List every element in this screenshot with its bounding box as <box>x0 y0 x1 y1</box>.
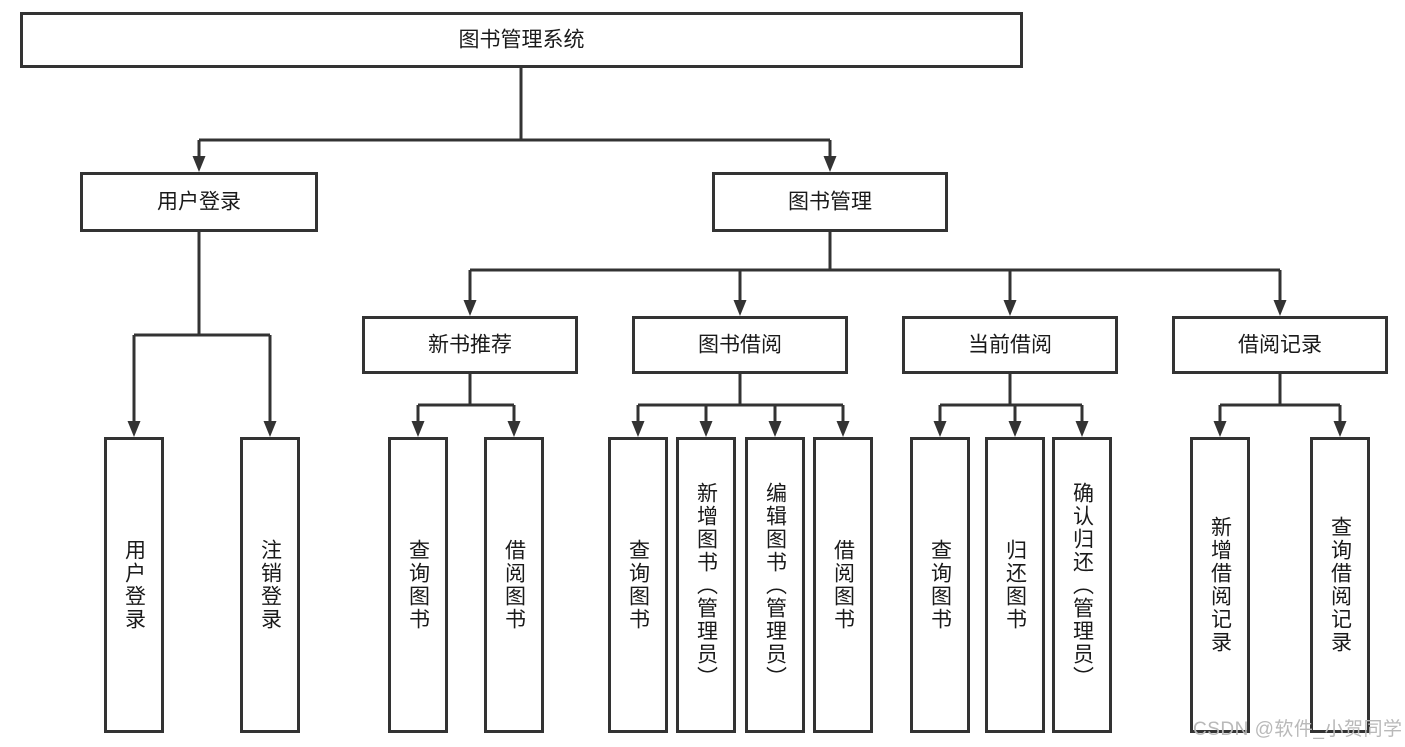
node-box-leaf-user-login[interactable] <box>104 437 164 733</box>
node-box-leaf-query-book-3[interactable] <box>910 437 970 733</box>
node-box-user-login[interactable] <box>80 172 318 232</box>
connector-arrow-leaf-add-record <box>1213 405 1227 437</box>
node-box-borrow-record[interactable] <box>1172 316 1388 374</box>
node-box-new-book-rec[interactable] <box>362 316 578 374</box>
connector-arrow-leaf-edit-book <box>768 405 782 437</box>
connector-arrow-leaf-query-book-2 <box>631 405 645 437</box>
node-box-leaf-query-record[interactable] <box>1310 437 1370 733</box>
connector-arrow-leaf-query-book-3 <box>933 405 947 437</box>
node-box-leaf-borrow-book-1[interactable] <box>484 437 544 733</box>
connector-arrow-current-borrow <box>1003 270 1017 316</box>
node-box-leaf-edit-book[interactable] <box>745 437 805 733</box>
connector-arrow-leaf-user-login <box>127 335 141 437</box>
connector-arrow-borrow-record <box>1273 270 1287 316</box>
connector-arrow-book-borrow <box>733 270 747 316</box>
connector-arrow-leaf-add-book <box>699 405 713 437</box>
node-label-user-login: 用户登录 <box>157 191 241 214</box>
connector-arrow-leaf-borrow-book-1 <box>507 405 521 437</box>
node-box-leaf-add-record[interactable] <box>1190 437 1250 733</box>
connector-arrow-book-manage <box>823 140 837 172</box>
watermark-credit: CSDN @软件_小贺同学 <box>1193 719 1403 740</box>
node-label-current-borrow: 当前借阅 <box>968 334 1052 357</box>
node-box-root[interactable] <box>20 12 1023 68</box>
connector-current-borrow-bus <box>940 374 1082 407</box>
connector-borrow-record-bus <box>1220 374 1340 407</box>
node-label-root: 图书管理系统 <box>459 29 585 52</box>
connector-arrow-new-book-rec <box>463 270 477 316</box>
node-box-book-manage[interactable] <box>712 172 948 232</box>
node-box-book-borrow[interactable] <box>632 316 848 374</box>
connector-layer <box>127 68 1347 437</box>
node-box-leaf-logout[interactable] <box>240 437 300 733</box>
connector-book-manage-bus <box>470 232 1280 272</box>
node-box-leaf-borrow-book-2[interactable] <box>813 437 873 733</box>
connector-arrow-leaf-confirm-return <box>1075 405 1089 437</box>
node-box-leaf-query-book-1[interactable] <box>388 437 448 733</box>
connector-arrow-leaf-query-book-1 <box>411 405 425 437</box>
node-label-borrow-record: 借阅记录 <box>1238 334 1322 357</box>
node-box-leaf-add-book[interactable] <box>676 437 736 733</box>
node-box-leaf-confirm-return[interactable] <box>1052 437 1112 733</box>
connector-new-book-rec-bus <box>418 374 514 407</box>
connector-arrow-user-login <box>192 140 206 172</box>
node-label-new-book-rec: 新书推荐 <box>428 334 512 357</box>
connector-arrow-leaf-return-book <box>1008 405 1022 437</box>
connector-arrow-leaf-query-record <box>1333 405 1347 437</box>
connector-book-borrow-bus <box>638 374 843 407</box>
box-layer <box>20 12 1388 733</box>
connector-root-bus <box>199 68 830 142</box>
node-box-leaf-return-book[interactable] <box>985 437 1045 733</box>
node-box-leaf-query-book-2[interactable] <box>608 437 668 733</box>
node-label-book-borrow: 图书借阅 <box>698 334 782 357</box>
node-label-book-manage: 图书管理 <box>788 191 872 214</box>
connector-arrow-leaf-logout <box>263 335 277 437</box>
connector-arrow-leaf-borrow-book-2 <box>836 405 850 437</box>
node-box-current-borrow[interactable] <box>902 316 1118 374</box>
connector-user-login-bus <box>134 232 270 337</box>
